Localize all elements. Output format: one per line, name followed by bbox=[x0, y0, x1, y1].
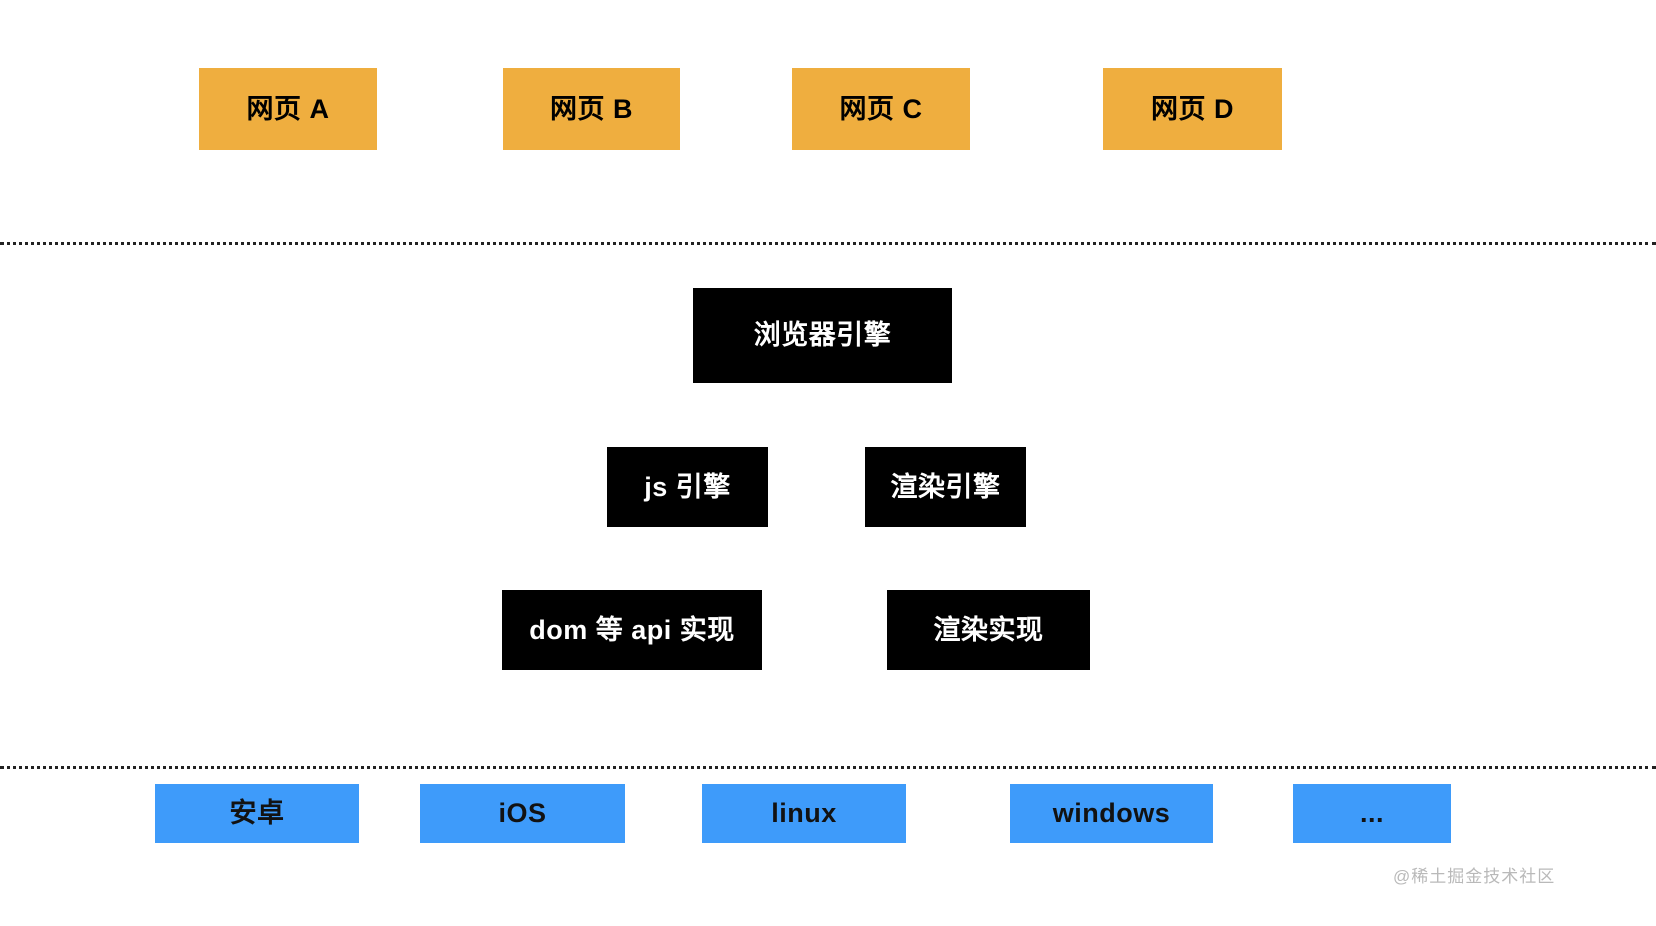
browser-engine-box: 浏览器引擎 bbox=[693, 288, 952, 383]
web-page-box-d: 网页 D bbox=[1103, 68, 1282, 150]
web-page-label-c: 网页 C bbox=[839, 93, 923, 124]
os-label-android: 安卓 bbox=[229, 798, 285, 828]
dom-api-impl-box: dom 等 api 实现 bbox=[502, 590, 762, 670]
web-page-label-d: 网页 D bbox=[1151, 93, 1234, 124]
os-label-linux: linux bbox=[771, 798, 837, 828]
render-engine-label: 渲染引擎 bbox=[890, 471, 1001, 502]
web-page-box-a: 网页 A bbox=[199, 68, 377, 150]
render-impl-label: 渲染实现 bbox=[933, 614, 1044, 645]
js-engine-box: js 引擎 bbox=[607, 447, 768, 527]
os-box-ios: iOS bbox=[420, 784, 625, 843]
os-label-ios: iOS bbox=[498, 798, 547, 828]
dom-api-impl-label: dom 等 api 实现 bbox=[529, 614, 735, 645]
web-page-box-c: 网页 C bbox=[792, 68, 970, 150]
bottom-divider bbox=[0, 766, 1656, 769]
top-divider bbox=[0, 242, 1656, 245]
os-label-more: ... bbox=[1359, 798, 1384, 828]
web-page-box-b: 网页 B bbox=[503, 68, 680, 150]
os-box-windows: windows bbox=[1010, 784, 1213, 843]
os-box-linux: linux bbox=[702, 784, 906, 843]
watermark: @稀土掘金技术社区 bbox=[1393, 867, 1556, 886]
render-impl-box: 渲染实现 bbox=[887, 590, 1090, 670]
render-engine-box: 渲染引擎 bbox=[865, 447, 1026, 527]
js-engine-label: js 引擎 bbox=[644, 471, 731, 502]
os-label-windows: windows bbox=[1052, 798, 1171, 828]
web-page-label-b: 网页 B bbox=[550, 93, 633, 124]
browser-engine-label: 浏览器引擎 bbox=[753, 320, 892, 350]
web-page-label-a: 网页 A bbox=[246, 93, 330, 124]
os-box-more: ... bbox=[1293, 784, 1451, 843]
os-box-android: 安卓 bbox=[155, 784, 359, 843]
